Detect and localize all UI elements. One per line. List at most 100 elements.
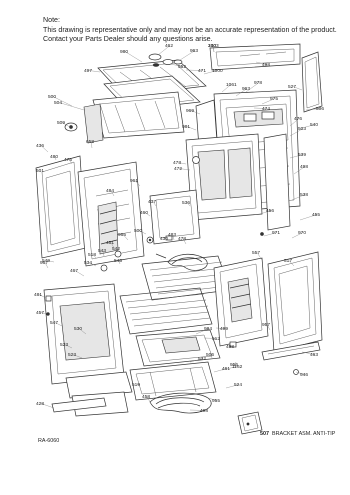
leader-line (299, 214, 318, 221)
part-number-label: 463 (310, 352, 318, 358)
leader-line (182, 238, 187, 245)
kick-panel (51, 397, 107, 413)
part-number-label: 536 (182, 200, 190, 206)
note-heading: Note: (43, 16, 60, 24)
part-number-label: 458 (142, 394, 150, 400)
part-number-label: 480 (50, 154, 58, 160)
leader-line (289, 128, 304, 137)
part-number-label: 978 (254, 80, 262, 86)
anti-tip-callout-number: 507 (260, 431, 269, 437)
leader-line (186, 126, 197, 131)
leader-line (301, 124, 316, 129)
leader-line (245, 82, 260, 93)
part-number-label: 472 (174, 166, 182, 172)
part-number-label: 517 (284, 258, 292, 264)
part-number-label: 519 (132, 382, 140, 388)
leader-line (116, 248, 119, 253)
part-number-label: 498 (200, 408, 208, 414)
leader-line (190, 110, 201, 115)
part-number-label: 557 (252, 250, 260, 256)
leader-line (44, 262, 49, 269)
part-number-label: 504 (54, 100, 62, 106)
leader-line (177, 162, 187, 165)
leader-line (305, 108, 322, 111)
leader-line (189, 358, 204, 363)
leader-line (291, 194, 306, 201)
part-number-label: 980 (120, 49, 128, 55)
leader-line (185, 69, 204, 71)
part-number-label: 475 (64, 157, 72, 163)
leader-line (78, 328, 87, 335)
part-number-label: 955 (212, 398, 220, 404)
part-number-label: 971 (272, 230, 280, 236)
leader-line (189, 409, 206, 411)
leader-line (88, 262, 97, 267)
part-number-label: 965 (118, 232, 126, 238)
part-number-label: 478 (178, 236, 186, 242)
leader-line (52, 96, 73, 107)
part-number-label: 456 (266, 208, 274, 214)
leader-line (164, 237, 167, 239)
part-number-label: 455 (312, 212, 320, 218)
part-number-label: 451 (106, 240, 114, 246)
leader-line (54, 156, 57, 161)
part-number-label: 512 (212, 336, 220, 342)
cooktop-panel (83, 59, 207, 144)
leader-line (292, 86, 303, 91)
part-number-label: 509 (57, 120, 65, 126)
leader-line (40, 403, 55, 409)
part-number-label: 499 (220, 326, 228, 332)
part-number-label: 462 (165, 43, 173, 49)
part-number-label: 500 (134, 228, 142, 234)
part-number-label: 542 (112, 246, 120, 252)
part-number-label: 484 (106, 188, 114, 194)
part-number-label: 483 (168, 232, 176, 238)
diagram-code: RA-6060 (38, 438, 59, 444)
leader-line (134, 180, 141, 187)
leader-line (38, 294, 47, 299)
leader-line (72, 354, 83, 359)
side-panel-right (213, 257, 269, 347)
part-number-label: 532 (198, 356, 206, 362)
part-number-label: 437 (148, 199, 156, 205)
part-number-label: 539 (298, 152, 306, 158)
part-number-label: 967 (40, 260, 48, 266)
leader-line (256, 252, 263, 261)
broiler-pan (135, 329, 221, 367)
leader-line (289, 118, 300, 127)
part-number-label: 549 (42, 258, 50, 264)
leader-line (253, 107, 268, 109)
leader-line (212, 45, 215, 53)
part-number-label: 506 (206, 352, 214, 358)
leader-line (293, 166, 306, 175)
part-number-label: 543 (98, 248, 106, 254)
backsplash-panel (209, 43, 323, 113)
part-number-label: 957 (262, 322, 270, 328)
part-number-label: 498 (262, 62, 270, 68)
leader-line (110, 190, 115, 197)
drawer-slide-rail (261, 341, 321, 361)
part-number-label: 963 (190, 48, 198, 54)
leader-line (288, 260, 295, 267)
oven-rack-lower (119, 287, 213, 335)
leader-line (39, 170, 42, 173)
leader-line (203, 337, 218, 339)
leader-line (295, 371, 306, 375)
leader-line (144, 212, 151, 217)
part-number-label: 547 (50, 320, 58, 326)
part-number-label: 498 (226, 344, 234, 350)
part-number-label: 503 (298, 126, 306, 132)
part-number-label: 497 (84, 68, 92, 74)
note-line-2: Contact your Parts Dealer should any que… (43, 35, 213, 44)
leader-line (291, 232, 304, 239)
part-number-label: 975 (270, 96, 278, 102)
part-number-label: 518 (88, 252, 96, 258)
part-number-label: 1003 (208, 43, 219, 49)
broil-element (149, 392, 212, 414)
leader-line (261, 98, 276, 105)
part-number-label: 1000 (212, 68, 223, 74)
leader-line (40, 145, 49, 153)
rack-support-left (97, 201, 119, 255)
leader-line (110, 242, 115, 249)
